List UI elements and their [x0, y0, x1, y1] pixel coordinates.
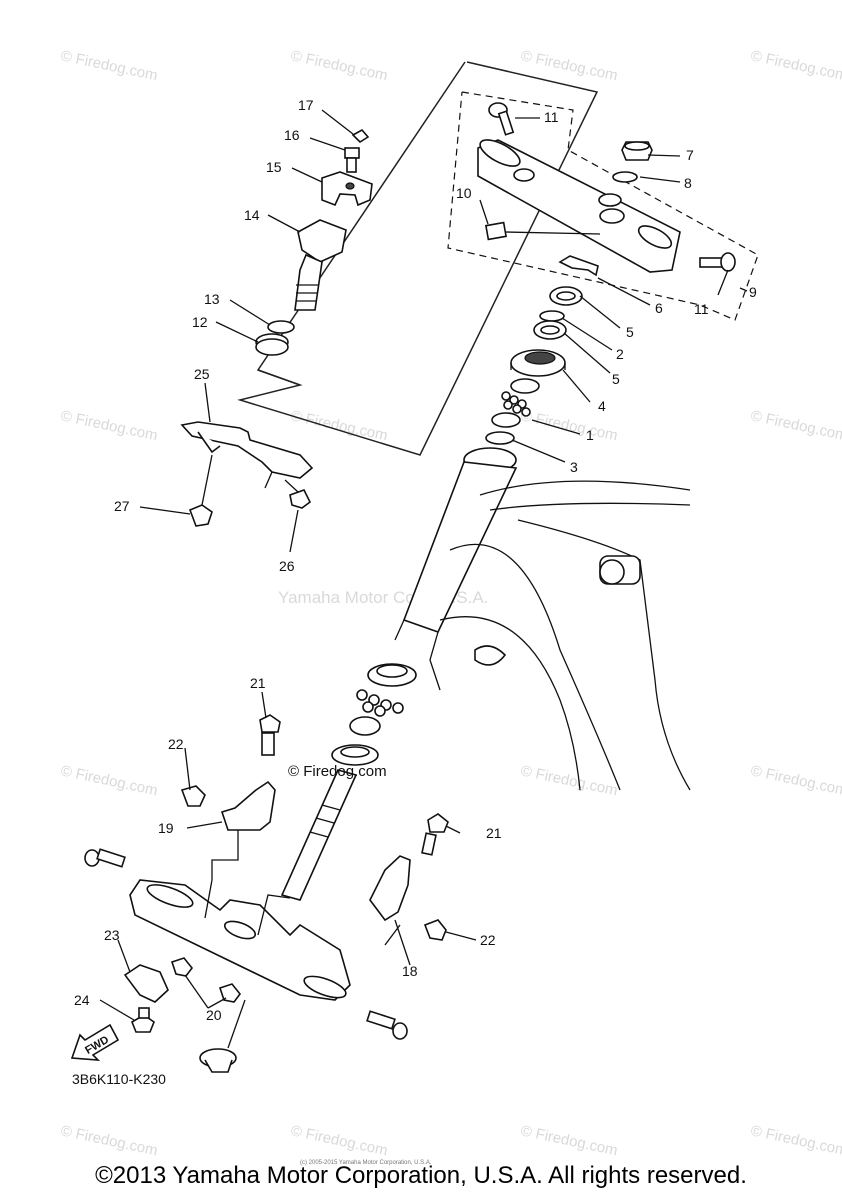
callout-5: 5 — [612, 371, 620, 387]
firedog-watermark: © Firedog.com — [519, 1122, 619, 1159]
callout-6: 6 — [655, 300, 663, 316]
firedog-watermark: © Firedog.com — [519, 762, 619, 799]
callout-4: 4 — [598, 398, 606, 414]
callout-7: 7 — [686, 147, 694, 163]
firedog-watermark: © Firedog.com — [749, 47, 842, 84]
firedog-watermark: © Firedog.com — [59, 407, 159, 444]
callout-21: 21 — [486, 825, 502, 841]
callout-8: 8 — [684, 175, 692, 191]
copyright-notice: ©2013 Yamaha Motor Corporation, U.S.A. A… — [95, 1162, 747, 1189]
seal-3 — [485, 431, 515, 445]
lower-bracket — [129, 879, 351, 1001]
bolt-24 — [131, 1007, 155, 1033]
steering-stem — [280, 769, 358, 901]
lower-bearing-set — [331, 663, 417, 766]
callout-18: 18 — [402, 963, 418, 979]
lower-connector-lines — [257, 894, 291, 936]
lower-connector-lines — [204, 879, 213, 919]
firedog-watermark: © Firedog.com — [59, 762, 159, 799]
callout-21: 21 — [250, 675, 266, 691]
ball-race-1 — [491, 378, 540, 428]
diagram-code: 3B6K110-K230 — [72, 1071, 166, 1087]
clip-20 — [170, 957, 242, 1003]
leader-lines — [99, 109, 748, 1021]
washer-17 — [351, 128, 370, 144]
callout-16: 16 — [284, 127, 300, 143]
nut-7 — [621, 141, 653, 161]
callout-23: 23 — [104, 927, 120, 943]
bolt-11-top — [488, 102, 515, 136]
callout-11: 11 — [694, 301, 709, 317]
callout-15: 15 — [266, 159, 282, 175]
callout-5: 5 — [626, 324, 634, 340]
washer-6 — [558, 255, 599, 277]
firedog-watermark: © Firedog.com — [289, 47, 389, 84]
center-watermark: © Firedog.com — [288, 763, 387, 780]
washer-8 — [612, 171, 638, 183]
washer-2 — [539, 310, 565, 322]
pinch-bolt-right — [366, 1010, 408, 1040]
callout-1: 1 — [586, 427, 594, 443]
callout-17: 17 — [298, 97, 314, 113]
washer-13 — [267, 320, 295, 334]
upper-holder-15 — [321, 171, 373, 207]
firedog-watermark: © Firedog.com — [749, 407, 842, 444]
firedog-watermark: © Firedog.com — [59, 1122, 159, 1159]
callout-20: 20 — [206, 1007, 222, 1023]
tiny-copyright: (c) 2005-2015 Yamaha Motor Corporation, … — [300, 1160, 432, 1166]
firedog-watermark: © Firedog.com — [59, 47, 159, 84]
lower-cap-leader-dash — [227, 999, 246, 1049]
callout-24: 24 — [74, 992, 90, 1008]
bracket-18 — [369, 855, 411, 922]
callout-labels: 11 7 8 10 9 11 6 5 2 5 4 1 3 17 16 15 14… — [74, 97, 757, 1023]
handlebar-group-bracket — [257, 369, 301, 386]
clip-22-right — [423, 919, 447, 941]
firedog-watermark: © Firedog.com — [289, 407, 389, 444]
callout-14: 14 — [244, 207, 260, 223]
damper-12 — [255, 333, 289, 356]
callout-2: 2 — [616, 346, 624, 362]
upper-bracket — [477, 139, 681, 273]
bearing-4 — [510, 349, 566, 377]
callout-13: 13 — [204, 291, 220, 307]
clip-23 — [123, 964, 169, 1003]
bolt-21-left — [259, 714, 281, 756]
clip-27-leader-dash — [201, 454, 213, 506]
callout-12: 12 — [192, 314, 208, 330]
firedog-watermark: © Firedog.com — [749, 1122, 842, 1159]
lower-connector-lines — [211, 830, 239, 880]
pinch-bolt-left — [84, 848, 126, 868]
callout-9: 9 — [749, 284, 757, 300]
lower-holder-14 — [294, 219, 347, 311]
clip-27 — [188, 504, 213, 527]
callout-3: 3 — [570, 459, 578, 475]
callout-11: 11 — [544, 109, 559, 125]
fwd-arrow-icon: FWD — [70, 1023, 120, 1061]
bracket-19 — [220, 780, 276, 831]
bracket-25 — [180, 421, 314, 489]
callout-25: 25 — [194, 366, 210, 382]
nut-26-leader-dash — [284, 479, 299, 493]
lower-cap — [199, 1048, 237, 1073]
firedog-watermark: © Firedog.com — [749, 762, 842, 799]
callout-19: 19 — [158, 820, 174, 836]
callout-10: 10 — [456, 185, 472, 201]
firedog-watermark: © Firedog.com — [519, 47, 619, 84]
bolt-16 — [344, 147, 360, 173]
ring-nut-5a — [549, 286, 583, 306]
ring-nut-5b — [533, 320, 567, 340]
callout-26: 26 — [279, 558, 295, 574]
nut-26 — [289, 489, 312, 509]
motorcycle-frame — [394, 447, 691, 791]
callout-27: 27 — [114, 498, 130, 514]
bolt-21-right — [421, 813, 449, 856]
callout-22: 22 — [168, 736, 184, 752]
bolt-11-right — [699, 252, 736, 272]
callout-22: 22 — [480, 932, 496, 948]
clip-22-left — [180, 785, 206, 807]
firedog-watermark: © Firedog.com — [289, 1122, 389, 1159]
